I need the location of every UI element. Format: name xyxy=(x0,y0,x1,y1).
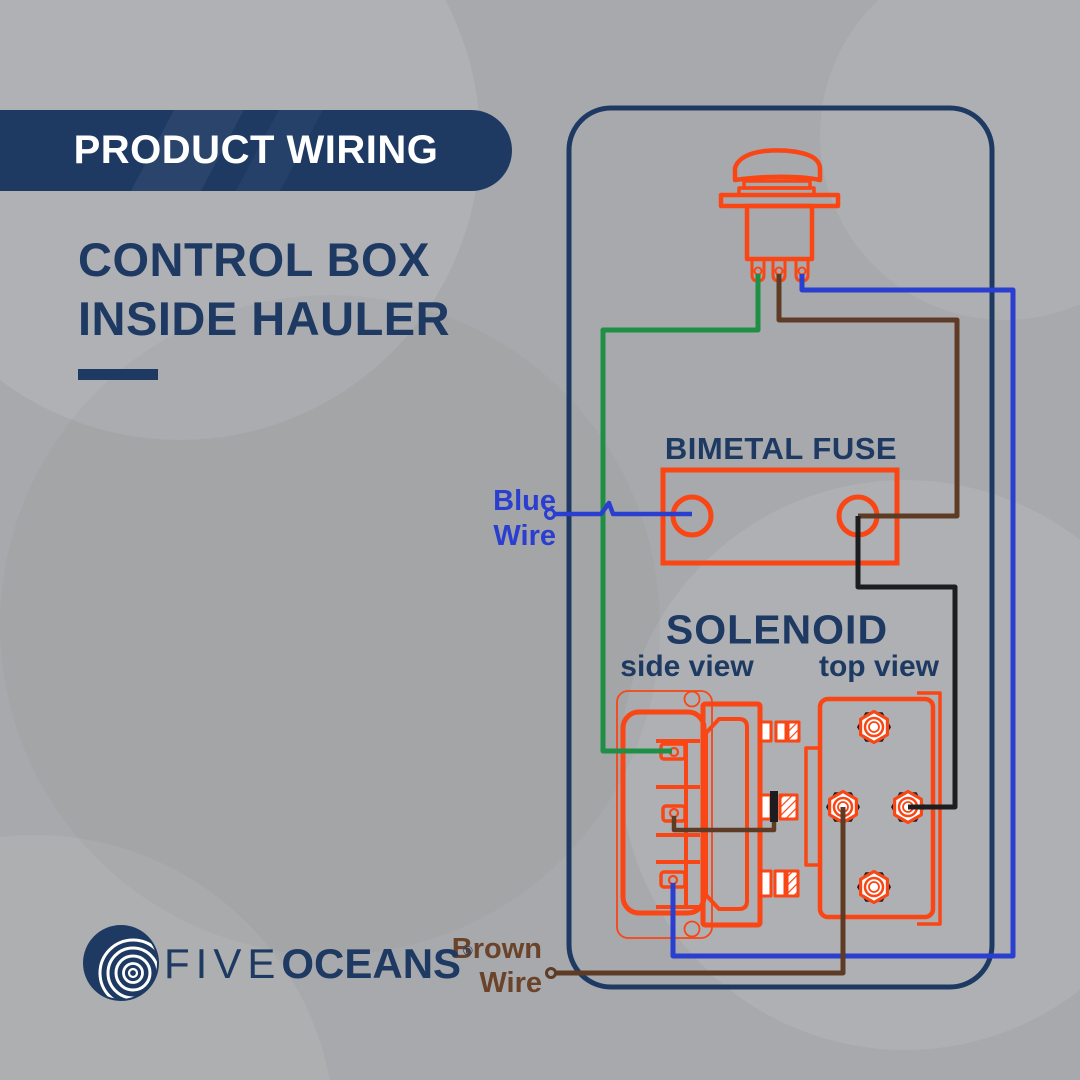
green-wire xyxy=(600,274,761,754)
top-nut-east xyxy=(891,789,925,825)
mount-hole-top xyxy=(683,690,701,708)
blue-wire-in xyxy=(555,500,692,517)
side-view-label: side view xyxy=(620,650,754,683)
solenoid-side-view xyxy=(616,690,801,939)
side-stud-middle xyxy=(759,793,799,821)
brown-wire-out xyxy=(556,807,846,976)
banner-label: PRODUCT WIRING xyxy=(73,128,439,172)
brand-oceans: OCEANS xyxy=(281,940,462,987)
brown-wire-tab-to-stud xyxy=(671,816,777,833)
side-plunger xyxy=(704,717,749,911)
black-wire xyxy=(855,516,958,810)
button-cap xyxy=(732,148,823,183)
brand-five: FIVE xyxy=(164,940,282,987)
top-nut-south xyxy=(857,869,891,905)
title-line-1: CONTROL BOX xyxy=(78,233,430,286)
title-underline xyxy=(78,369,158,380)
registered-mark: ® xyxy=(463,943,473,958)
brown-wire-label: Brown Wire xyxy=(451,933,542,999)
product-wiring-banner: PRODUCT WIRING xyxy=(0,110,512,191)
side-stud-bottom xyxy=(759,869,800,898)
blue-wire-loop xyxy=(670,274,1016,959)
page-title: CONTROL BOX INSIDE HAULER xyxy=(78,230,450,348)
push-button-switch xyxy=(718,148,841,283)
button-body xyxy=(744,203,815,262)
top-nut-north xyxy=(857,709,891,745)
solenoid-label: SOLENOID xyxy=(665,606,889,653)
stud-terminal-post xyxy=(770,791,778,822)
control-box-outline xyxy=(566,105,995,990)
bimetal-fuse-label: BIMETAL FUSE xyxy=(664,431,898,466)
brown-wire-terminal xyxy=(545,967,557,979)
blue-wire-label: Blue Wire xyxy=(493,485,556,552)
title-line-2: INSIDE HAULER xyxy=(78,292,451,345)
side-stud-top xyxy=(759,720,801,743)
five-oceans-logo-icon xyxy=(83,925,159,1001)
side-mount-bracket xyxy=(616,690,713,939)
brown-wire-button-to-fuse xyxy=(776,274,960,519)
solenoid-top-view xyxy=(804,691,942,926)
top-view-label: top view xyxy=(818,650,940,683)
blue-wire-terminal xyxy=(544,508,556,520)
mount-hole-bottom xyxy=(683,920,701,938)
